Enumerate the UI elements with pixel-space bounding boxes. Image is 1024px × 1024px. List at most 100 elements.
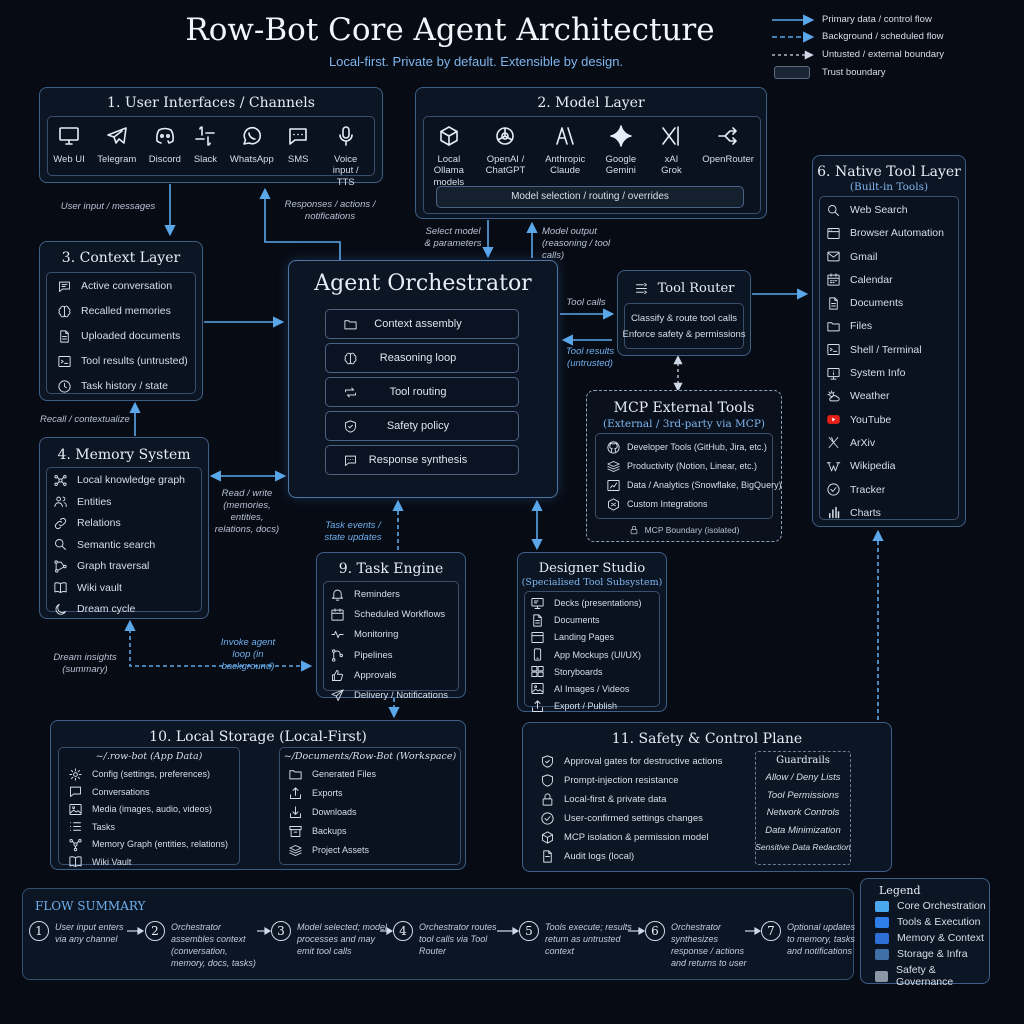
tool-arxiv[interactable]: ArXiv [825, 435, 944, 451]
legend-item: Tools & Execution [875, 916, 989, 928]
model-openai[interactable]: OpenAI / ChatGPT [480, 124, 530, 177]
mcp-productivity[interactable]: Productivity (Notion, Linear, etc.) [605, 458, 782, 474]
tool-files[interactable]: Files [825, 318, 944, 334]
designer-decks[interactable]: Decks (presentations) [529, 595, 642, 611]
tool-calendar[interactable]: Calendar [825, 272, 944, 288]
designer-ai-images[interactable]: AI Images / Videos [529, 681, 642, 697]
model-anthropic[interactable]: Anthropic Claude [542, 124, 588, 177]
bell-icon [331, 589, 343, 601]
mcp-custom-integrations[interactable]: Custom Integrations [605, 496, 782, 512]
mail-icon [826, 251, 840, 262]
github-icon [606, 440, 620, 454]
arxiv-icon [828, 437, 838, 449]
guardrail-item: Allow / Deny Lists [765, 772, 841, 783]
designer-export-publish[interactable]: Export / Publish [529, 698, 642, 714]
app-data-item: Media (images, audio, videos) [67, 801, 228, 817]
folder-icon [343, 319, 357, 329]
designer-documents[interactable]: Documents [529, 612, 642, 628]
check-circle-icon [826, 483, 840, 496]
workspace-item: Project Assets [287, 842, 376, 858]
tool-system-info[interactable]: System Info [825, 365, 944, 381]
wikipedia-icon [826, 462, 840, 472]
model-xai[interactable]: xAI Grok [653, 124, 689, 177]
designer-app-mockups[interactable]: App Mockups (UI/UX) [529, 647, 642, 663]
mcp-developer-tools[interactable]: Developer Tools (GitHub, Jira, etc.) [605, 439, 782, 455]
tool-browser-automation[interactable]: Browser Automation [825, 225, 944, 241]
workspace-box [279, 747, 461, 865]
task-delivery-notifications[interactable]: Delivery / Notifications [329, 688, 448, 704]
task-scheduled-workflows[interactable]: Scheduled Workflows [329, 606, 448, 622]
native-tool-layer-panel: 6. Native Tool Layer (Built-in Tools) We… [812, 155, 966, 527]
legend-swatch [875, 916, 889, 928]
tool-shell-terminal[interactable]: Shell / Terminal [825, 342, 944, 358]
safety-list: Approval gates for destructive actions P… [539, 753, 722, 864]
book-icon [53, 582, 67, 593]
label-recall: Recall / contextualize [40, 414, 130, 425]
user-interfaces-title: 1. User Interfaces / Channels [107, 95, 315, 111]
channel-discord[interactable]: Discord [149, 124, 181, 165]
microphone-icon [338, 126, 353, 146]
designer-list: Decks (presentations) Documents Landing … [529, 595, 642, 714]
designer-storyboards[interactable]: Storyboards [529, 664, 642, 680]
search-icon [827, 204, 839, 216]
tool-documents[interactable]: Documents [825, 295, 944, 311]
search-icon [54, 539, 66, 550]
legend-trust-swatch [774, 66, 810, 79]
task-monitoring[interactable]: Monitoring [329, 627, 448, 643]
model-gemini[interactable]: Google Gemini [600, 124, 642, 177]
safety-item: Prompt-injection resistance [539, 772, 722, 788]
orchestrator-safety-policy[interactable]: Safety policy [325, 411, 519, 441]
tool-web-search[interactable]: Web Search [825, 202, 944, 218]
legend-item: Safety & Governance [875, 964, 989, 988]
thumbs-up-icon [331, 670, 343, 682]
tool-youtube[interactable]: YouTube [825, 412, 944, 428]
tool-gmail[interactable]: Gmail [825, 249, 944, 265]
safety-title: 11. Safety & Control Plane [611, 731, 803, 747]
task-approvals[interactable]: Approvals [329, 668, 448, 684]
mcp-data-analytics[interactable]: Data / Analytics (Snowflake, BigQuery) [605, 477, 782, 493]
terminal-icon [57, 355, 71, 367]
channel-whatsapp[interactable]: WhatsApp [230, 124, 274, 165]
channel-sms[interactable]: SMS [286, 124, 310, 165]
terminal-icon [826, 344, 840, 356]
designer-landing-pages[interactable]: Landing Pages [529, 629, 642, 645]
discord-icon [155, 127, 174, 144]
safety-item: Local-first & private data [539, 791, 722, 807]
guardrail-item: Data Minimization [765, 824, 841, 836]
model-layer-title: 2. Model Layer [537, 95, 645, 111]
task-pipelines[interactable]: Pipelines [329, 647, 448, 663]
pipeline-icon [331, 649, 343, 662]
calendar-icon [826, 273, 840, 286]
telegram-icon [106, 127, 127, 144]
task-engine-title: 9. Task Engine [338, 561, 444, 577]
orchestrator-tool-routing[interactable]: Tool routing [325, 377, 519, 407]
app-data-list: Config (settings, preferences) Conversat… [67, 766, 228, 870]
channel-voice[interactable]: Voice input / TTS [323, 124, 369, 188]
openai-icon [496, 127, 515, 145]
sms-icon [289, 128, 308, 145]
chat-icon [344, 455, 356, 466]
model-openrouter[interactable]: OpenRouter [701, 124, 755, 165]
image-icon [530, 683, 544, 695]
label-model-output: Model output (reasoning / tool calls) [542, 226, 611, 261]
orchestrator-response-synthesis[interactable]: Response synthesis [325, 445, 519, 475]
orchestrator-context-assembly[interactable]: Context assembly [325, 309, 519, 339]
channel-web-ui[interactable]: Web UI [53, 124, 85, 165]
anthropic-icon [556, 127, 574, 145]
tool-wikipedia[interactable]: Wikipedia [825, 458, 944, 474]
browser-icon [530, 631, 544, 643]
tool-weather[interactable]: Weather [825, 388, 944, 404]
memory-item: Semantic search [52, 537, 185, 553]
orchestrator-reasoning-loop[interactable]: Reasoning loop [325, 343, 519, 373]
channel-telegram[interactable]: Telegram [97, 124, 136, 165]
tool-tracker[interactable]: Tracker [825, 482, 944, 498]
model-selection-bar[interactable]: Model selection / routing / overrides [436, 186, 744, 208]
task-reminders[interactable]: Reminders [329, 586, 448, 602]
model-ollama[interactable]: Local Ollama models [429, 124, 469, 188]
tool-charts[interactable]: Charts [825, 505, 944, 521]
workspace-item: Backups [287, 823, 376, 839]
channel-slack[interactable]: Slack [193, 124, 217, 165]
app-data-item: Conversations [67, 784, 228, 800]
workspace-item: Exports [287, 785, 376, 801]
